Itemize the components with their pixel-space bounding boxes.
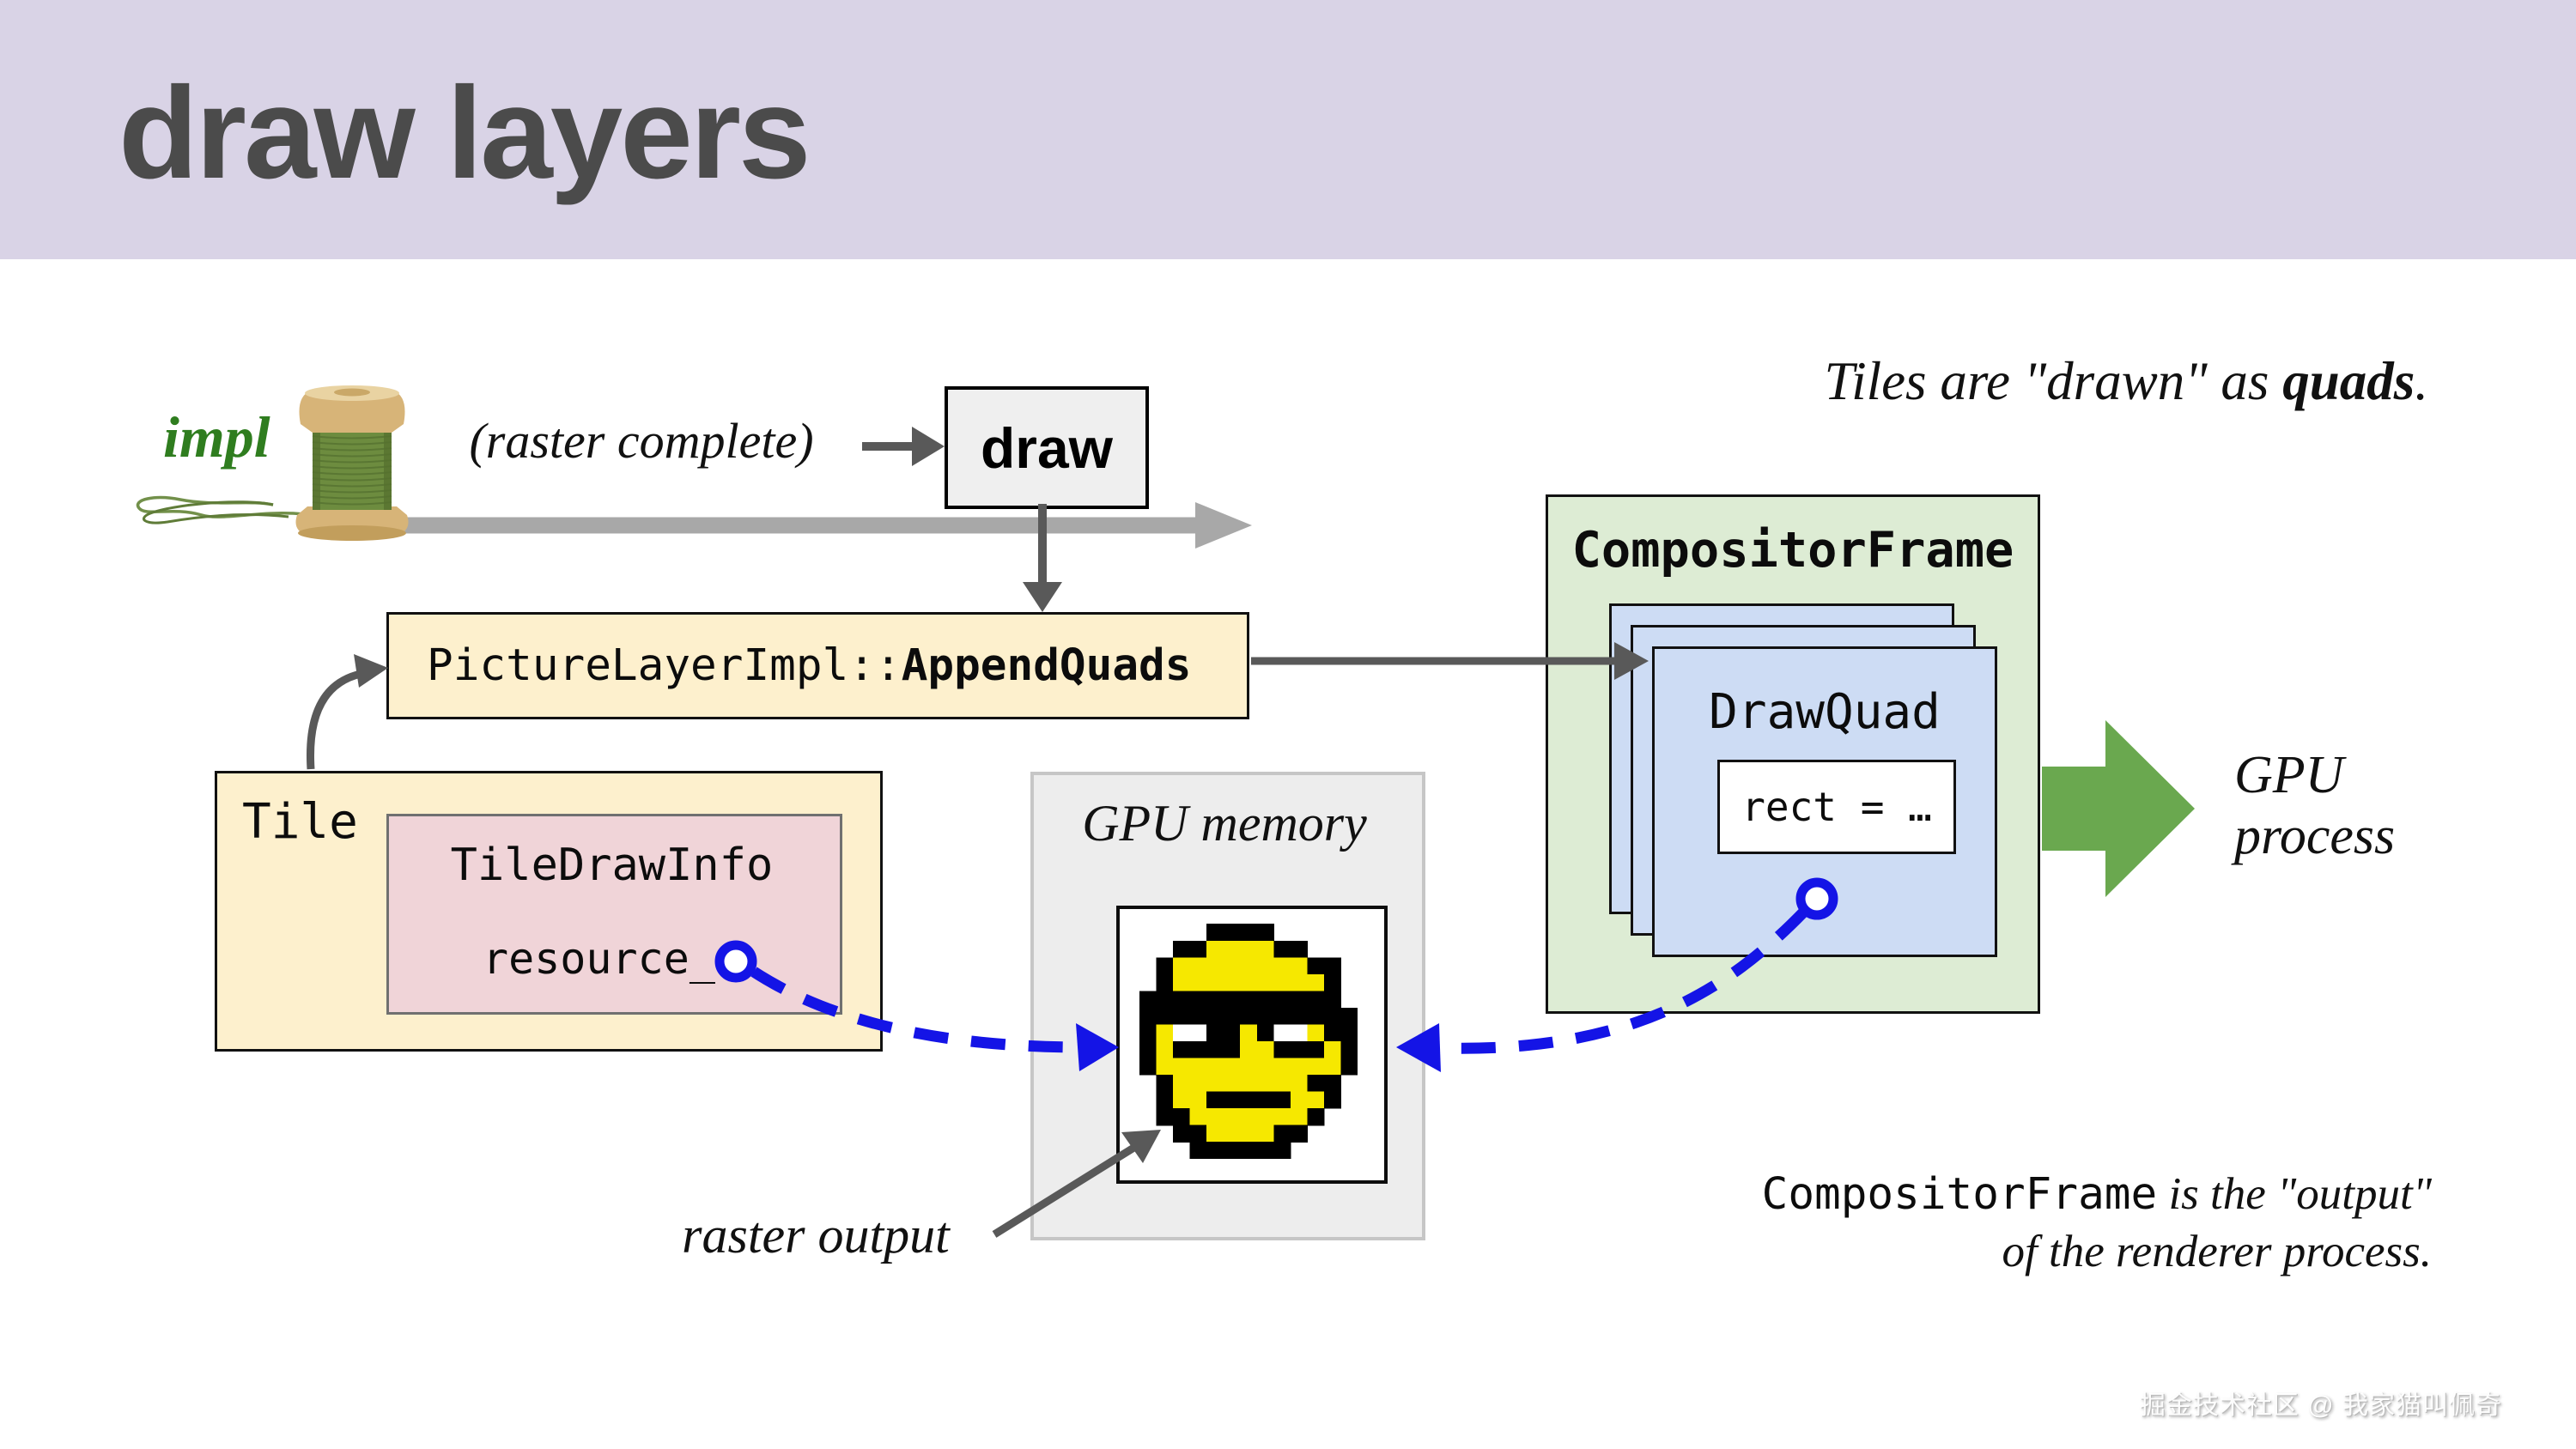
quads-note-prefix: Tiles are "drawn" as [1824,351,2283,411]
watermark: 掘金技术社区 @ 我家猫叫佩奇 [2139,1391,2502,1420]
raster-bitmap-smiley-icon [1139,924,1358,1159]
raster-complete-label: (raster complete) [469,413,814,469]
loose-thread-line2 [143,500,289,524]
slide-header [0,0,2576,259]
gpu-process-label: GPU process [2234,745,2395,866]
append-quads-method: AppendQuads [901,640,1192,691]
output-note-line2: of the renderer process. [2002,1226,2432,1276]
append-quads-class: PictureLayerImpl:: [427,640,902,691]
output-note-mono: CompositorFrame [1761,1169,2158,1220]
timeline-arrow [343,502,1252,549]
draw-quad-label: DrawQuad [1709,684,1941,740]
append-quads-box: PictureLayerImpl::AppendQuads [386,612,1249,719]
compositor-frame-title: CompositorFrame [1571,522,2014,579]
output-note: CompositorFrame is the "output" of the r… [1762,1166,2432,1281]
resource-field-label: resource_ [483,934,715,984]
raster-complete-arrow [862,427,945,466]
quads-note-bold: quads [2282,351,2415,411]
raster-output-label: raster output [682,1207,950,1264]
tile-to-appendquads-arrow [306,654,388,770]
page-title: draw layers [118,60,811,206]
gpu-process-line2: process [2234,806,2396,865]
tile-label: Tile [242,794,358,850]
gpu-process-arrow [2042,720,2195,897]
tile-draw-info-label: TileDrawInfo [450,840,774,891]
gpu-process-line1: GPU [2234,746,2344,804]
impl-thread-label: impl [163,404,270,470]
draw-to-appendquads-arrow [1023,504,1062,612]
quads-note-suffix: . [2415,351,2428,411]
draw-step-box: draw [945,386,1149,509]
quad-rect-field-box: rect = … [1717,760,1956,854]
output-note-line1: CompositorFrame is the "output" [1762,1166,2432,1223]
quad-rect-field-label: rect = … [1741,784,1932,830]
output-note-rest: is the "output" [2157,1169,2432,1219]
gpu-memory-title: GPU memory [1082,795,1367,852]
quads-note: Tiles are "drawn" as quads. [1825,350,2428,413]
thread-spool-image [136,385,409,541]
draw-step-label: draw [980,415,1114,480]
